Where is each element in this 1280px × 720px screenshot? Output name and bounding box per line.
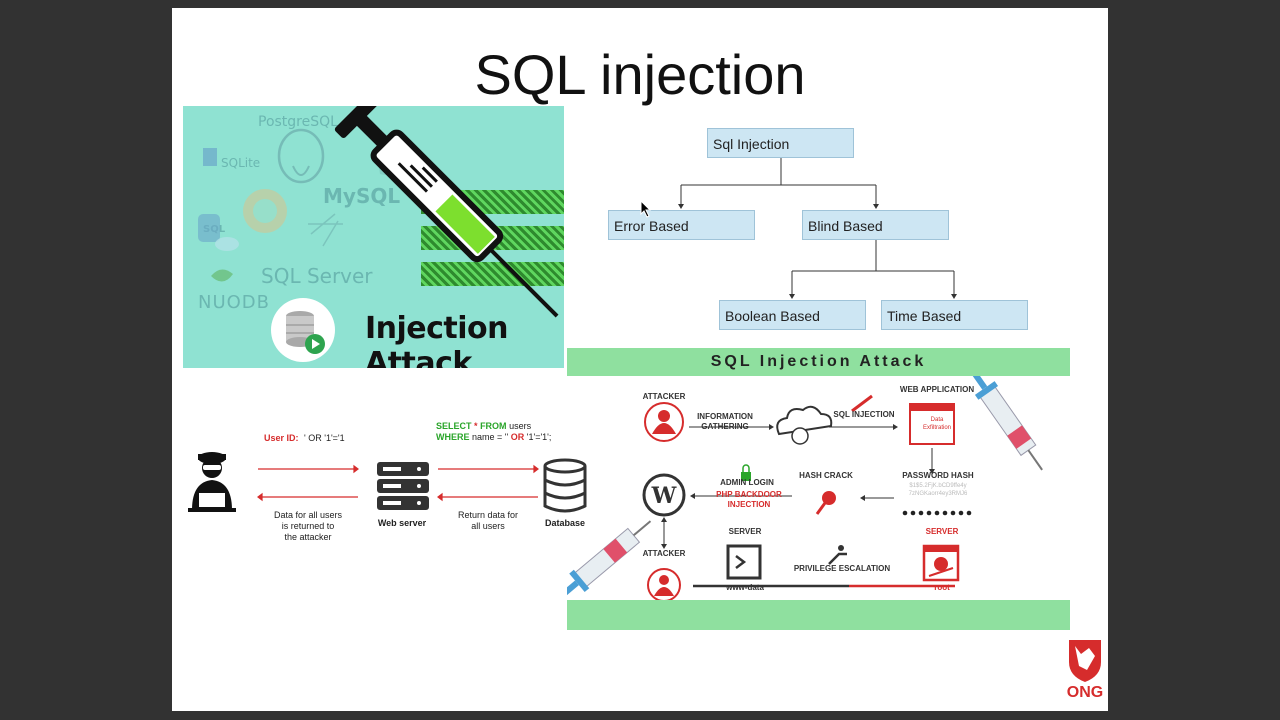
injection-illustration: PostgreSQL SQLite MySQL SQL SQL Server N… (183, 106, 564, 368)
tree-connectors (678, 158, 957, 299)
web-server-label: Web server (377, 518, 427, 528)
privilege-escalation-label: PRIVILEGE ESCALATION (793, 564, 891, 573)
tree-node-blind-based: Blind Based (802, 210, 949, 240)
hash-crack-label: HASH CRACK (799, 471, 853, 480)
attack-bottom-bar (567, 600, 1070, 630)
web-application-label: WEB APPLICATION (899, 385, 975, 394)
mouse-cursor-icon (640, 200, 652, 218)
user-id-value: ' OR '1'='1 (304, 433, 345, 443)
postgresql-logo: PostgreSQL (258, 114, 338, 130)
database-label: Database (544, 518, 586, 528)
sqlite-logo: SQLite (221, 156, 261, 170)
php-backdoor-label: PHP BACKDOOR INJECTION (716, 490, 782, 509)
attacker-label: ATTACKER (642, 392, 686, 401)
syringe-icon (334, 106, 559, 318)
mysql-logo: MySQL (323, 184, 401, 208)
database-icon (543, 458, 587, 513)
database-play-icon (271, 298, 335, 362)
hacker-icon (188, 452, 236, 512)
green-stripe (421, 262, 564, 286)
nuodb-logo: NUODB (198, 292, 271, 313)
ong-logo (1069, 640, 1101, 682)
attacker-2-label: ATTACKER (642, 549, 686, 558)
server-label: SERVER (728, 527, 762, 536)
user-id-label: User ID: (264, 433, 299, 443)
ong-logo-text: ONG (1066, 684, 1104, 701)
root-label: root (934, 583, 950, 592)
sql-server-logo: SQL Server (261, 264, 373, 288)
tree-node-time-based: Time Based (881, 300, 1028, 330)
flow-arrows (257, 464, 539, 502)
db-icons (198, 128, 398, 282)
password-hash-label: PASSWORD HASH (902, 471, 974, 480)
injection-attack-caption: Injection Attack (365, 311, 509, 368)
tree-node-error-based: Error Based (608, 210, 755, 240)
web-server-icon (377, 462, 429, 510)
slide: SQL injection PostgreSQL SQLite MySQL SQ… (172, 8, 1108, 711)
sql-query-line-2: WHERE name = '' OR '1'='1'; (436, 432, 552, 442)
attack-banner: SQL Injection Attack (567, 348, 1070, 376)
www-data-label: www-data (726, 583, 764, 592)
sql-injection-label: SQL INJECTION (833, 410, 895, 419)
attack-diagram-graphics: W (567, 376, 1043, 600)
svg-text:W: W (651, 483, 677, 509)
server-red-label: SERVER (925, 527, 959, 536)
slide-title: SQL injection (474, 43, 806, 106)
sql-query-line-1: SELECT * FROM users (436, 421, 532, 431)
tree-node-sql-injection: Sql Injection (707, 128, 854, 158)
tree-node-boolean-based: Boolean Based (719, 300, 866, 330)
admin-login-label: ADMIN LOGIN (720, 478, 774, 487)
